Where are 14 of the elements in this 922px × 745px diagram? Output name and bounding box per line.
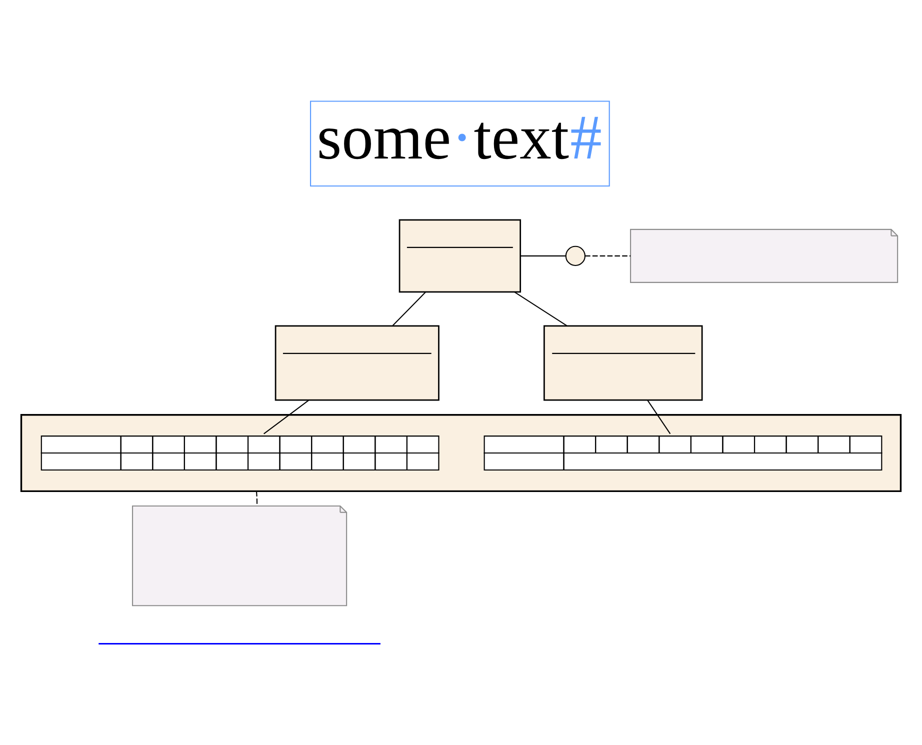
cluster <box>20 414 902 492</box>
node-line <box>98 642 380 645</box>
node-circle <box>565 246 586 266</box>
node-box <box>543 325 703 401</box>
node-box <box>274 325 440 401</box>
connector <box>264 400 309 434</box>
node-box <box>398 219 522 293</box>
connector <box>520 255 566 256</box>
connector <box>392 292 426 326</box>
connector <box>256 491 258 506</box>
connector <box>647 400 671 434</box>
connector <box>514 292 568 326</box>
node-box: some·text# <box>310 100 610 187</box>
connector <box>585 255 630 256</box>
